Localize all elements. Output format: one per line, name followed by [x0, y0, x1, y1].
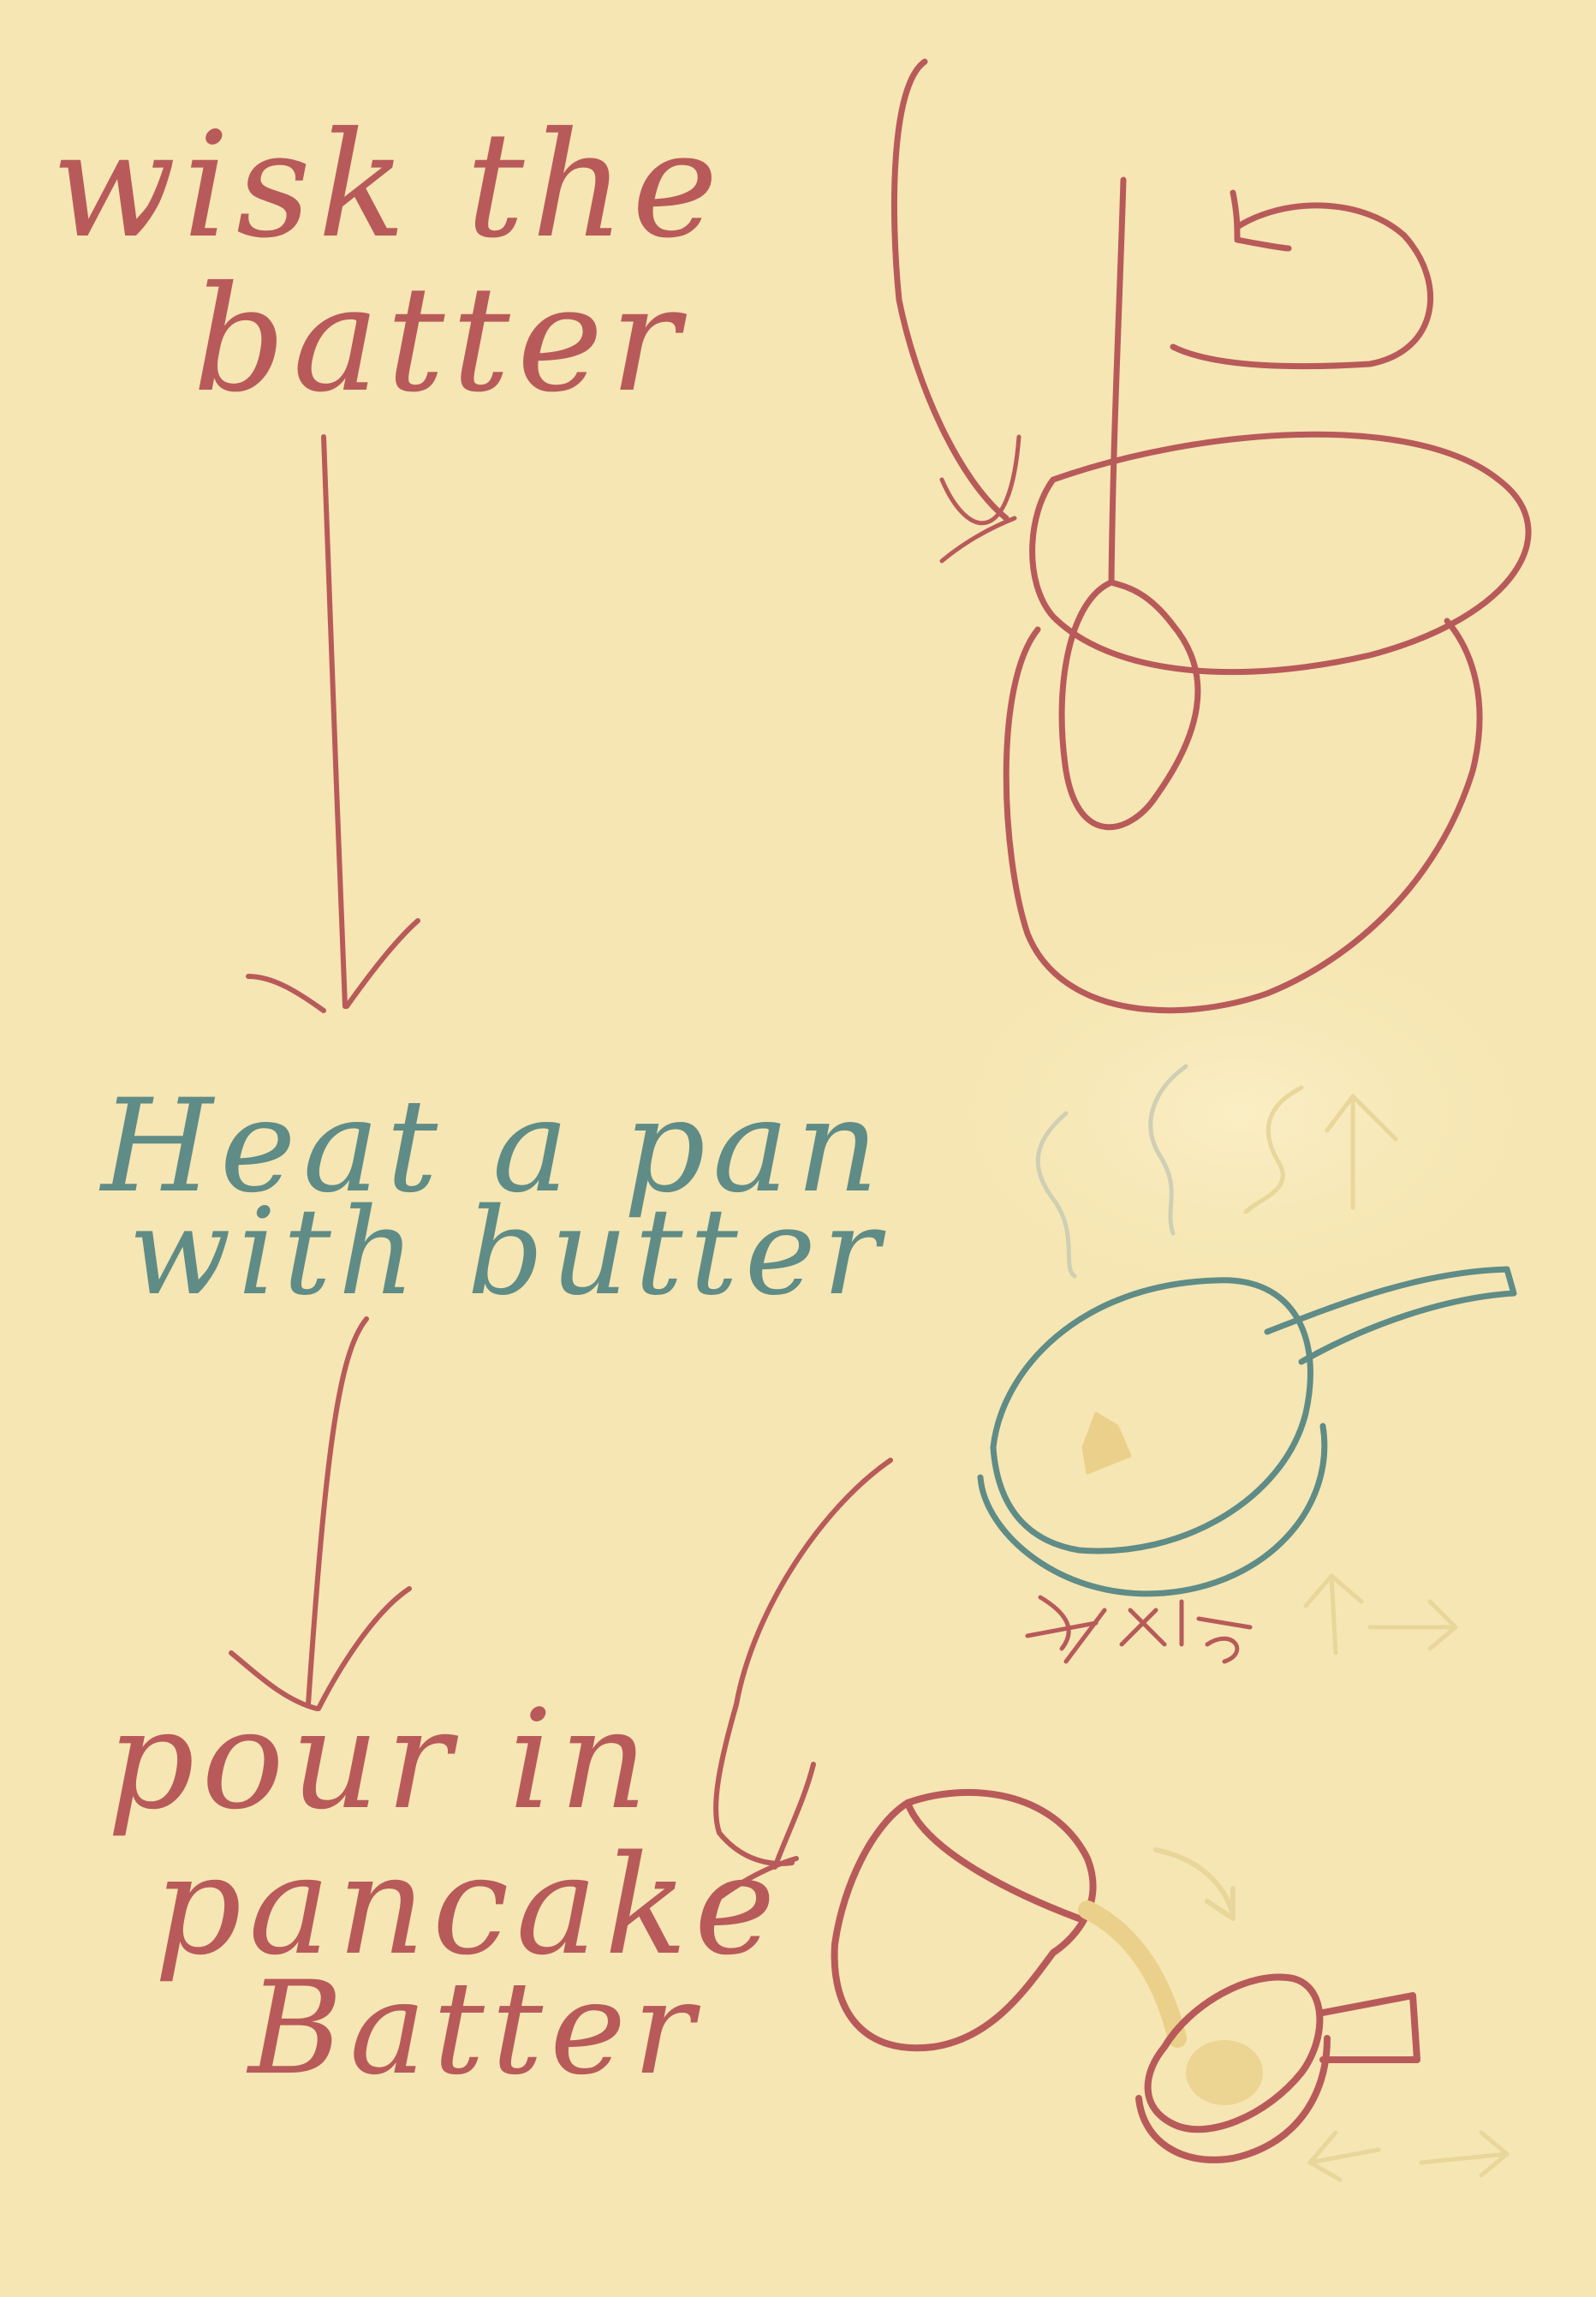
arrow-step-2-to-3 [229, 1316, 412, 1711]
step-1-line-2: batter [193, 255, 687, 425]
step-3-line-3: Batter [246, 1954, 701, 2103]
step-1-label: wisk the batter [51, 101, 725, 425]
frying-pan-sketch [977, 1064, 1517, 1664]
step-3-line-2: pancake [154, 1825, 783, 1985]
step-2-label: Heat a pan with butter [98, 1072, 887, 1322]
step-2-line-2: with butter [128, 1183, 887, 1322]
step-1-line-1: wisk the [51, 101, 725, 271]
whisk-bowl-sketch [890, 58, 1532, 1014]
background-glow [882, 891, 1596, 1336]
step-2-line-1: Heat a pan [98, 1072, 885, 1221]
butter-icon [1081, 1411, 1132, 1475]
pour-batter-sketch [706, 1458, 1510, 2182]
arrow-step-1-to-2 [246, 434, 420, 1013]
step-3-label: pour in pancake Batter [107, 1679, 783, 2103]
step-3-line-1: pour in [107, 1679, 654, 1840]
